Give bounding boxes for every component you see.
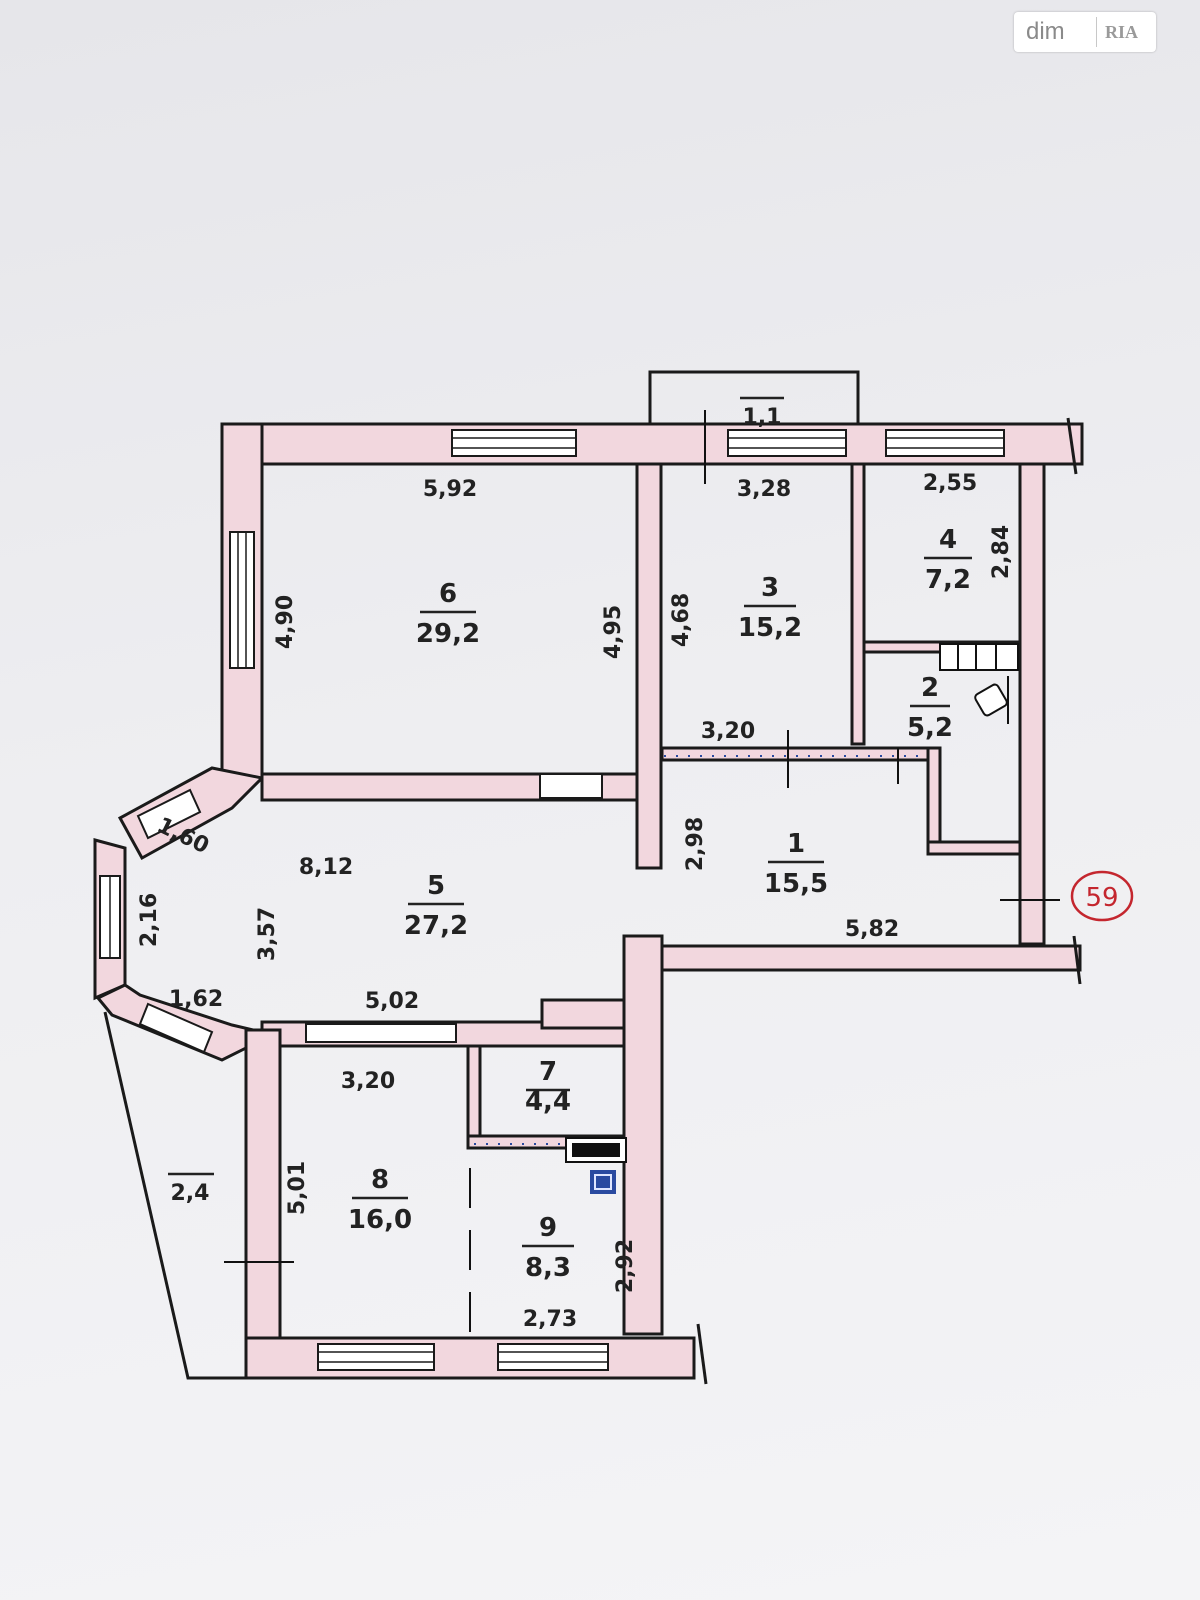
- wall-room1-bottom: [660, 944, 1082, 972]
- window-room8-bottom: [317, 1343, 435, 1371]
- wall-corridor-room2: [926, 746, 942, 854]
- room-number-5: 5: [427, 871, 445, 901]
- room-label-5: 5 27,2: [404, 871, 468, 941]
- dim-room5-bottom: 5,02: [365, 989, 419, 1014]
- stamp-number: 59: [1085, 883, 1118, 913]
- dim-room8-height: 5,01: [285, 1161, 310, 1215]
- wall-break-bottom: [696, 1323, 708, 1385]
- watermark-sub: RIA: [1096, 17, 1138, 47]
- room-label-6: 6 29,2: [416, 579, 480, 649]
- dim-room1-width: 5,82: [845, 917, 899, 942]
- room-area-1: 15,5: [764, 869, 828, 899]
- watermark-brand: dim: [1026, 18, 1065, 45]
- room-number-7: 7: [539, 1057, 557, 1087]
- room-number-4: 4: [939, 525, 957, 555]
- balcony-left-outline: [103, 1011, 250, 1380]
- wall-room3-corridor: [660, 746, 932, 762]
- stamp-circle: 59: [1070, 870, 1134, 922]
- dim-room1-height: 2,98: [683, 817, 708, 871]
- room-area-6: 29,2: [416, 619, 480, 649]
- window-bay-left: [99, 875, 121, 959]
- dim-bay-lower: 1,62: [169, 987, 223, 1012]
- room-number-3: 3: [761, 573, 779, 603]
- balcony-area-left: 2,4: [171, 1181, 210, 1206]
- room-label-7: 7 4,4: [525, 1057, 571, 1117]
- window-room5-bottom: [305, 773, 603, 1043]
- dim-room6-height-right: 4,95: [601, 605, 626, 659]
- bathtub-icon: [565, 1137, 627, 1163]
- balcony-label-top: 1,1: [740, 396, 784, 430]
- room-area-8: 16,0: [348, 1205, 412, 1235]
- window-room4-top: [885, 429, 1005, 457]
- wall-room3-room4: [850, 462, 866, 746]
- room-area-4: 7,2: [925, 565, 971, 595]
- room-label-9: 9 8,3: [522, 1213, 574, 1283]
- wall-bottom: [244, 1336, 696, 1380]
- wall-break-mid-right: [1072, 935, 1082, 985]
- boiler-icon: [590, 1170, 616, 1194]
- room-label-1: 1 15,5: [764, 829, 828, 899]
- room-label-3: 3 15,2: [738, 573, 802, 643]
- room-area-3: 15,2: [738, 613, 802, 643]
- window-bay-upper: [136, 788, 202, 840]
- dim-room8-width: 3,20: [341, 1069, 395, 1094]
- wall-right: [1018, 462, 1046, 946]
- window-room6-left: [229, 531, 255, 669]
- balcony-top-outline: [648, 370, 860, 430]
- room-number-8: 8: [371, 1165, 389, 1195]
- window-room3-top: [727, 429, 847, 457]
- wall-step: [540, 998, 626, 1030]
- dim-room5-height: 3,57: [255, 907, 280, 961]
- window-bay-lower: [138, 1002, 214, 1054]
- dim-bay-left: 2,16: [137, 893, 162, 947]
- stove-icon: [939, 643, 1019, 671]
- wall-room6-room3: [635, 462, 663, 870]
- wall-left-room8: [244, 1028, 282, 1380]
- room-area-9: 8,3: [525, 1253, 571, 1283]
- room-area-7: 4,4: [525, 1087, 571, 1117]
- room-label-8: 8 16,0: [348, 1165, 412, 1235]
- wall-room7-left: [466, 1044, 482, 1148]
- sink-icon: [974, 676, 1009, 724]
- wall-break-top-right: [1066, 417, 1078, 475]
- dim-room3-bottom: 3,20: [701, 719, 755, 744]
- room-area-5: 27,2: [404, 911, 468, 941]
- window-room9-bottom: [497, 1343, 609, 1371]
- room-area-2: 5,2: [907, 713, 953, 743]
- dim-room3-height: 4,68: [669, 593, 694, 647]
- room-label-2: 2 5,2: [907, 673, 953, 743]
- balcony-label-left: 2,4: [168, 1172, 214, 1206]
- room-number-1: 1: [787, 829, 805, 859]
- room-number-9: 9: [539, 1213, 557, 1243]
- dim-room6-height-left: 4,90: [273, 595, 298, 649]
- dim-room9-width: 2,73: [523, 1307, 577, 1332]
- balcony-area-top: 1,1: [743, 405, 782, 430]
- watermark-logo: dim RIA: [1014, 12, 1156, 52]
- dim-room6-width: 5,92: [423, 477, 477, 502]
- room-number-6: 6: [439, 579, 457, 609]
- dim-room4-height: 2,84: [989, 525, 1014, 579]
- dim-room5-width: 8,12: [299, 855, 353, 880]
- dim-room9-height: 2,92: [613, 1239, 638, 1293]
- room-label-4: 4 7,2: [924, 525, 972, 595]
- wall-room2-bottom: [926, 840, 1022, 856]
- window-room6-top: [451, 429, 577, 457]
- dim-room3-width: 3,28: [737, 477, 791, 502]
- room-number-2: 2: [921, 673, 939, 703]
- dim-room4-width: 2,55: [923, 471, 977, 496]
